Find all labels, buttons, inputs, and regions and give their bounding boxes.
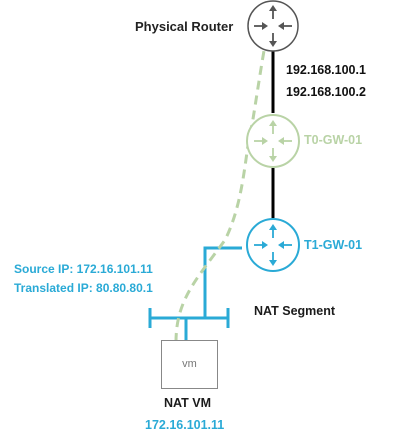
t0-gateway-icon — [246, 114, 300, 168]
nat-vm-ip: 172.16.101.11 — [145, 418, 225, 432]
nat-segment-bar — [148, 308, 230, 328]
t1-gateway-label: T1-GW-01 — [304, 238, 363, 252]
translated-ip-label: Translated IP: 80.80.80.1 — [14, 281, 153, 295]
segment-t1-uplink — [203, 246, 242, 318]
nat-vm-name: NAT VM — [164, 396, 211, 410]
t0-uplink-ip: 192.168.100.2 — [286, 85, 366, 99]
router-uplink-ip: 192.168.100.1 — [286, 63, 366, 77]
nat-vm-box: vm — [161, 340, 218, 389]
physical-router-label: Physical Router — [135, 19, 234, 34]
vm-box-text: vm — [182, 358, 197, 370]
t0-gateway-label: T0-GW-01 — [304, 133, 363, 147]
nat-segment-label: NAT Segment — [254, 304, 336, 318]
physical-router-icon — [247, 0, 299, 52]
t1-gateway-icon — [246, 218, 300, 272]
source-ip-label: Source IP: 172.16.101.11 — [14, 262, 153, 276]
nat-traffic-path — [174, 39, 268, 343]
